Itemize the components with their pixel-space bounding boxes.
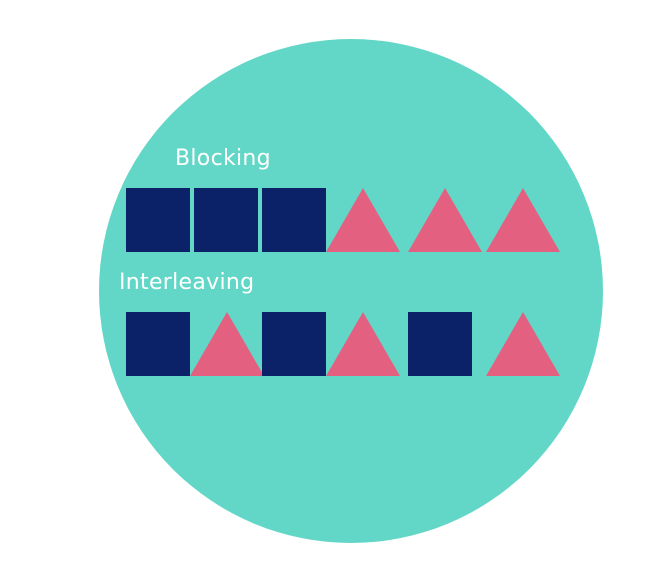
- blocking-label: Blocking: [175, 146, 271, 171]
- interleaving-label: Interleaving: [119, 270, 255, 295]
- interleaving-triangle-4: [326, 312, 400, 376]
- blocking-square-2: [194, 188, 258, 252]
- blocking-square-1: [126, 188, 190, 252]
- blocking-triangle-4: [326, 188, 400, 252]
- teal-circle-background: [99, 39, 603, 543]
- interleaving-triangle-2: [190, 312, 264, 376]
- interleaving-triangle-6: [486, 312, 560, 376]
- interleaving-square-3: [262, 312, 326, 376]
- interleaving-square-5: [408, 312, 472, 376]
- blocking-triangle-6: [486, 188, 560, 252]
- interleaving-row: [126, 312, 560, 376]
- blocking-square-3: [262, 188, 326, 252]
- blocking-row: [126, 188, 560, 252]
- blocking-triangle-5: [408, 188, 482, 252]
- interleaving-square-1: [126, 312, 190, 376]
